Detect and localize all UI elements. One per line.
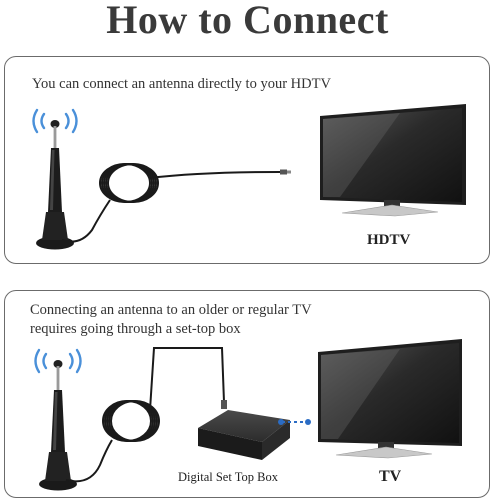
antenna-icon [36,120,74,250]
direct-connection-caption: You can connect an antenna directly to y… [32,76,331,92]
coax-cable-icon [61,163,291,243]
set-top-box-caption: Connecting an antenna to an older or reg… [30,301,312,339]
set-top-box-caption-line2: requires going through a set-top box [30,321,241,337]
set-top-box-caption-line1: Connecting an antenna to an older or reg… [30,302,312,318]
tv-icon [318,339,462,459]
signal-waves-icon [34,348,82,374]
set-top-box-label: Digital Set Top Box [178,470,278,484]
hdtv-label: HDTV [367,232,411,248]
tv-label: TV [379,468,402,485]
set-top-box-icon [198,410,290,460]
antenna-icon [39,360,77,491]
coax-cable-icon [65,347,227,483]
dashed-connection-line [278,419,311,425]
signal-waves-icon [32,108,78,134]
tv-icon [320,104,466,217]
page-title: How to Connect [106,0,389,42]
